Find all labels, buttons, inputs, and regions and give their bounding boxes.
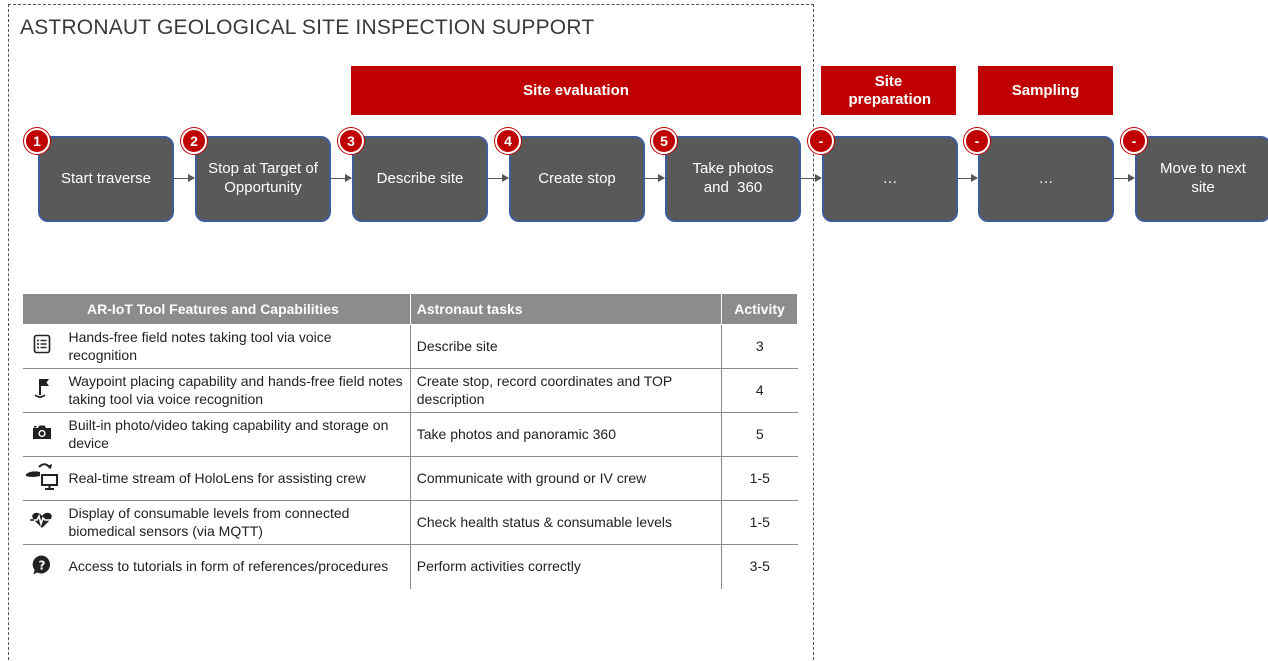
heart-rate-icon: [22, 500, 63, 545]
feature-cell: Waypoint placing capability and hands-fr…: [62, 368, 411, 413]
feature-cell: Built-in photo/video taking capability a…: [62, 412, 411, 457]
header-activity: Activity: [721, 293, 798, 325]
activity-cell: 3-5: [721, 544, 798, 589]
step-placeholder-sampling: …: [978, 136, 1114, 222]
phase-site-preparation: Site preparation: [821, 66, 956, 115]
inspection-frame: [8, 4, 814, 661]
table-header-row: AR-IoT Tool Features and Capabilities As…: [22, 293, 798, 325]
step-badge: -: [808, 128, 834, 154]
feature-cell: Display of consumable levels from connec…: [62, 500, 411, 545]
feature-cell: Real-time stream of HoloLens for assisti…: [62, 456, 411, 501]
step-describe-site: Describe site: [352, 136, 488, 222]
table-row: ? Access to tutorials in form of referen…: [22, 544, 798, 589]
task-cell: Take photos and panoramic 360: [409, 412, 723, 457]
table-row: Real-time stream of HoloLens for assisti…: [22, 456, 798, 501]
table-row: Built-in photo/video taking capability a…: [22, 412, 798, 457]
step-badge: 3: [338, 128, 364, 154]
capabilities-table: AR-IoT Tool Features and Capabilities As…: [22, 293, 798, 589]
flow-arrow: [645, 174, 665, 182]
table-row: Display of consumable levels from connec…: [22, 500, 798, 545]
step-badge: 2: [181, 128, 207, 154]
task-cell: Communicate with ground or IV crew: [409, 456, 723, 501]
step-badge: -: [1121, 128, 1147, 154]
waypoint-flag-icon: [22, 368, 63, 413]
step-take-photos: Take photos and 360: [665, 136, 801, 222]
flow-arrow: [801, 174, 822, 182]
task-cell: Create stop, record coordinates and TOP …: [409, 368, 723, 413]
table-row: Hands-free field notes taking tool via v…: [22, 324, 798, 369]
activity-cell: 3: [721, 324, 798, 369]
step-stop-at-target: Stop at Target of Opportunity: [195, 136, 331, 222]
feature-cell: Access to tutorials in form of reference…: [62, 544, 411, 589]
step-move-to-next-site: Move to next site: [1135, 136, 1268, 222]
activity-cell: 5: [721, 412, 798, 457]
feature-cell: Hands-free field notes taking tool via v…: [62, 324, 411, 369]
step-badge: -: [964, 128, 990, 154]
flow-arrow: [488, 174, 509, 182]
step-start-traverse: Start traverse: [38, 136, 174, 222]
header-tasks: Astronaut tasks: [409, 293, 723, 325]
flow-arrow: [331, 174, 352, 182]
activity-cell: 1-5: [721, 456, 798, 501]
notes-list-icon: [22, 324, 63, 369]
flow-arrow: [958, 174, 978, 182]
step-badge: 4: [495, 128, 521, 154]
step-badge: 5: [651, 128, 677, 154]
diagram-title: ASTRONAUT GEOLOGICAL SITE INSPECTION SUP…: [20, 16, 595, 39]
task-cell: Perform activities correctly: [409, 544, 723, 589]
phase-site-evaluation: Site evaluation: [351, 66, 801, 115]
activity-cell: 1-5: [721, 500, 798, 545]
header-features: AR-IoT Tool Features and Capabilities: [22, 293, 411, 325]
activity-cell: 4: [721, 368, 798, 413]
headset-stream-icon: [22, 456, 63, 501]
step-placeholder-preparation: …: [822, 136, 958, 222]
question-bubble-icon: ?: [22, 544, 63, 589]
camera-icon: [22, 412, 63, 457]
phase-sampling: Sampling: [978, 66, 1113, 115]
step-badge: 1: [24, 128, 50, 154]
table-row: Waypoint placing capability and hands-fr…: [22, 368, 798, 413]
flow-arrow: [1114, 174, 1135, 182]
step-create-stop: Create stop: [509, 136, 645, 222]
task-cell: Describe site: [409, 324, 723, 369]
svg-text:?: ?: [39, 558, 46, 572]
task-cell: Check health status & consumable levels: [409, 500, 723, 545]
flow-arrow: [174, 174, 195, 182]
